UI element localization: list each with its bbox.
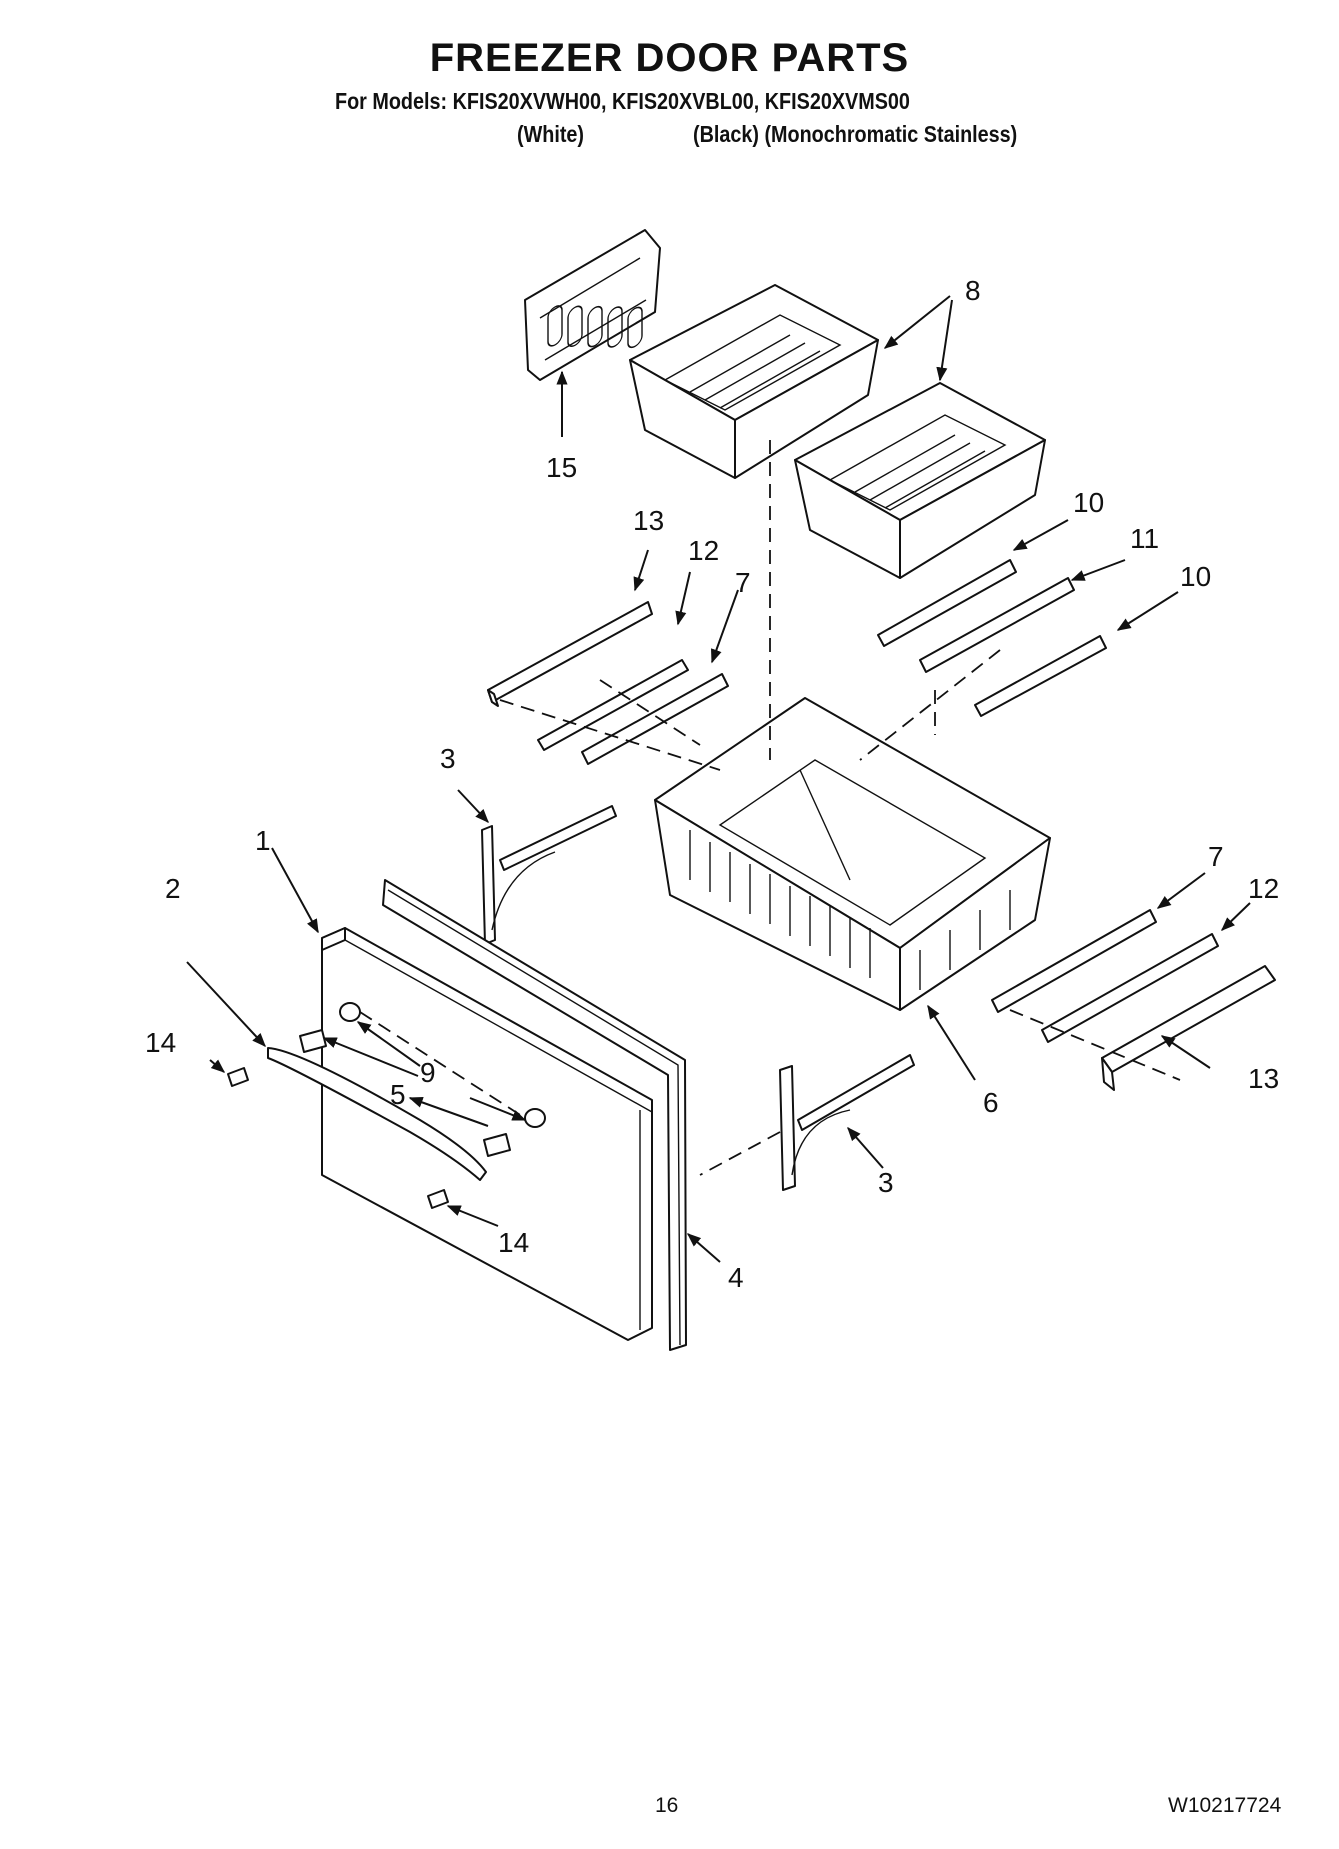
part-11-rail — [919, 577, 1075, 673]
part-1-freezer-door — [321, 927, 653, 1341]
callout-1: 1 — [255, 825, 271, 856]
part-7-rail-left — [581, 673, 729, 765]
part-8-upper-basket-right — [794, 382, 1046, 579]
callout-5: 5 — [390, 1079, 406, 1110]
document-number: W10217724 — [1168, 1794, 1282, 1817]
part-15-divider-panel — [524, 229, 661, 381]
part-14-set-screw — [227, 1067, 449, 1209]
variant-black-monochromatic: (Black) (Monochromatic Stainless) — [693, 121, 1018, 147]
callout-14-right: 14 — [498, 1227, 529, 1258]
part-12-rail-right — [1041, 933, 1219, 1043]
part-5-handle-screw — [299, 1029, 511, 1157]
leader-arrows — [186, 295, 1251, 1263]
callout-numbers: 15 8 13 12 7 10 11 10 3 1 2 14 9 5 7 12 … — [145, 275, 1279, 1293]
part-13-rail-left — [487, 601, 653, 707]
part-7-rail-right — [991, 909, 1157, 1013]
callout-8: 8 — [965, 275, 981, 306]
alignment-lines — [359, 440, 1181, 1176]
callout-9: 9 — [420, 1057, 436, 1088]
page-title: FREEZER DOOR PARTS — [429, 36, 910, 80]
callout-7-lower: 7 — [1208, 841, 1224, 872]
callout-10-upper: 10 — [1073, 487, 1104, 518]
part-10-rail-upper — [877, 559, 1017, 647]
callout-3-lower: 3 — [878, 1167, 894, 1198]
variant-white: (White) — [517, 121, 585, 147]
callout-6: 6 — [983, 1087, 999, 1118]
callout-14-left: 14 — [145, 1027, 176, 1058]
callout-2: 2 — [165, 873, 181, 904]
callout-12-lower: 12 — [1248, 873, 1279, 904]
part-3-bracket-upper — [481, 805, 617, 945]
part-12-rail-left — [537, 659, 689, 751]
part-3-bracket-lower — [779, 1054, 915, 1191]
callout-12-upper: 12 — [688, 535, 719, 566]
models-line: For Models: KFIS20XVWH00, KFIS20XVBL00, … — [335, 88, 910, 114]
part-6-lower-basket — [654, 697, 1051, 1011]
callout-4: 4 — [728, 1262, 744, 1293]
part-4-door-gasket — [382, 879, 687, 1351]
callout-7-upper: 7 — [735, 567, 751, 598]
callout-10-lower: 10 — [1180, 561, 1211, 592]
callout-11: 11 — [1130, 523, 1159, 554]
callout-13-lower: 13 — [1248, 1063, 1279, 1094]
page-number: 16 — [655, 1794, 679, 1817]
part-2-door-handle — [267, 1047, 487, 1181]
callout-13-upper: 13 — [633, 505, 664, 536]
part-10-rail-lower — [974, 635, 1107, 717]
callout-3-upper: 3 — [440, 743, 456, 774]
callout-15: 15 — [546, 452, 577, 483]
part-13-rail-right — [1101, 965, 1276, 1091]
